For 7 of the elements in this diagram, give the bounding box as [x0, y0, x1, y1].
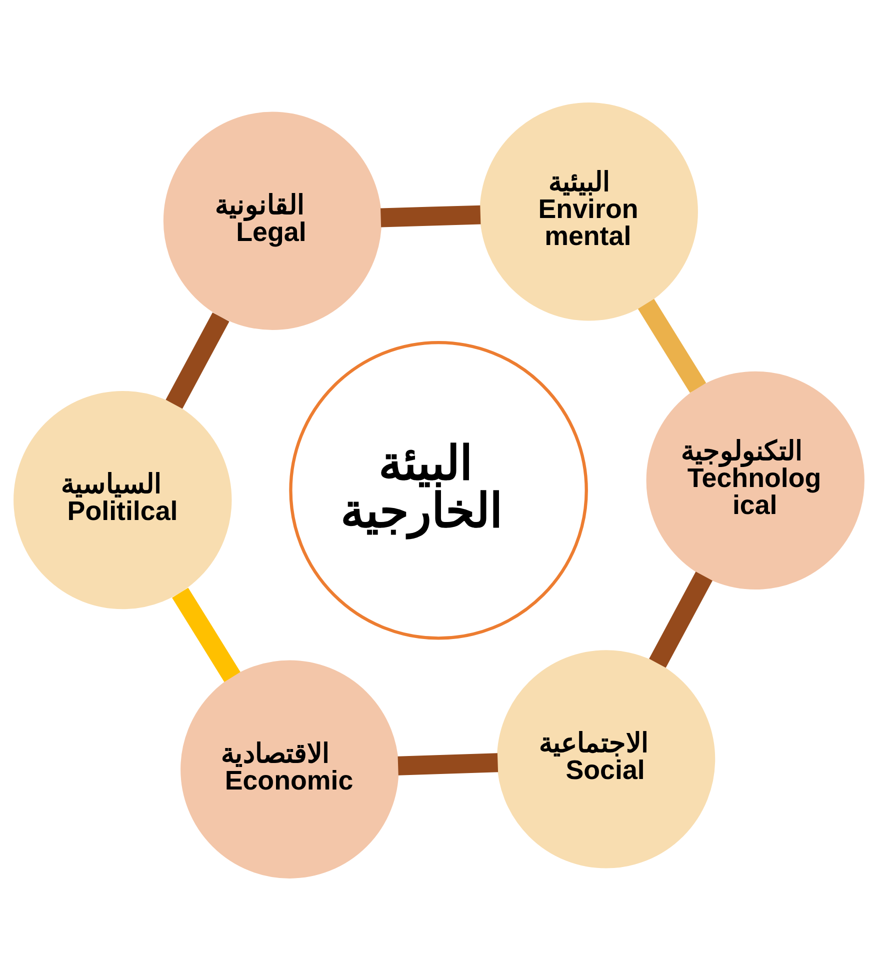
connector	[398, 752, 498, 775]
connector	[166, 312, 230, 408]
connector	[380, 204, 481, 227]
connector	[172, 587, 240, 682]
node-circle: البيئة الخارجية	[289, 340, 588, 640]
connector	[649, 571, 712, 668]
connector	[638, 298, 706, 392]
